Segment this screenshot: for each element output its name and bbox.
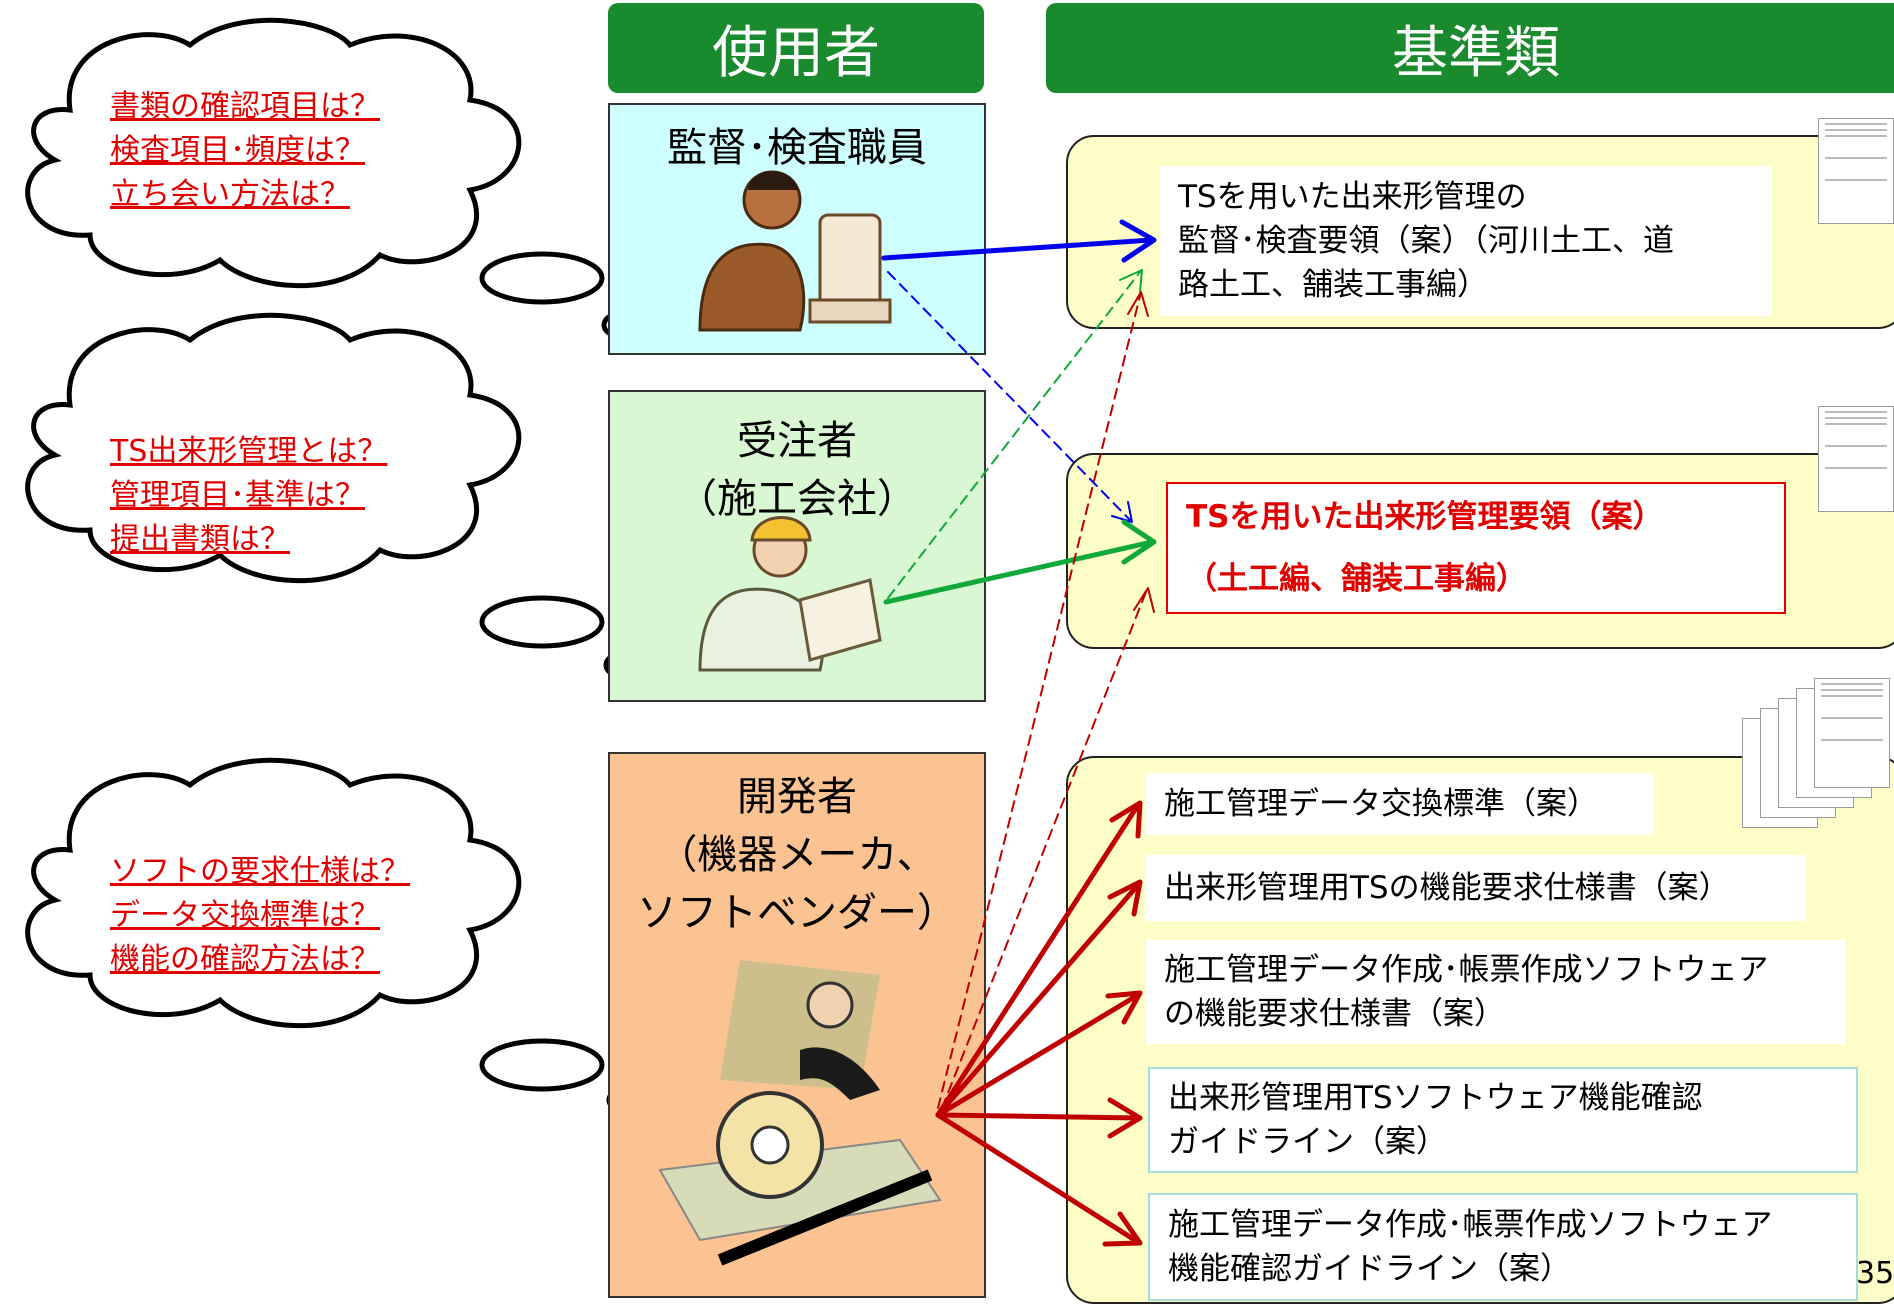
- thought-cloud-3: [25, 757, 522, 1029]
- arrow-developer-to-data-exchange: [935, 802, 1141, 1118]
- thought-bubble-3a: [479, 1038, 605, 1092]
- question-text: 立ち会い方法は？: [110, 177, 350, 212]
- developer-illustration: [658, 960, 942, 1266]
- question-text: 検査項目･頻度は？: [110, 133, 365, 168]
- arrowhead: [1133, 587, 1155, 613]
- standard-text: 施工管理データ作成･帳票作成ソフトウェア: [1168, 1207, 1773, 1243]
- document-thumbnail: [1818, 406, 1894, 512]
- thought-bubble-1a: [479, 251, 605, 305]
- arrow-inspector-to-management-dashed: [887, 271, 1131, 521]
- question-list-developer: ソフトの要求仕様は？ データ交換標準は？ 機能の確認方法は？: [110, 850, 410, 982]
- user-label: ソフトベンダー）: [637, 890, 957, 936]
- inspector-illustration: [698, 170, 892, 332]
- standard-text: 路土工、舗装工事編）: [1178, 267, 1488, 303]
- standard-text: 監督･検査要領（案）（河川土工、道: [1178, 223, 1674, 259]
- arrow-developer-to-ts-software-check: [935, 1112, 1141, 1121]
- arrow-inspector-to-inspection: [881, 237, 1155, 261]
- arrow-developer-to-management-dashed: [941, 591, 1147, 1109]
- arrowhead: [1102, 1211, 1143, 1247]
- arrowhead: [1109, 800, 1143, 839]
- arrowhead: [1111, 501, 1133, 523]
- question-text: データ交換標準は？: [110, 898, 380, 933]
- standard-text: TSを用いた出来形管理の: [1178, 179, 1527, 215]
- arrowhead: [1107, 1097, 1143, 1139]
- arrow-contractor-to-inspection-dashed: [887, 271, 1141, 599]
- standard-software-check: 施工管理データ作成･帳票作成ソフトウェア 機能確認ガイドライン（案）: [1148, 1193, 1858, 1301]
- arrow-developer-to-software-spec: [935, 992, 1141, 1118]
- arrow-developer-to-software-check: [935, 1112, 1141, 1245]
- standard-text: TSを用いた出来形管理要領（案）: [1186, 499, 1664, 535]
- question-text: 機能の確認方法は？: [110, 942, 380, 977]
- question-list-inspector: 書類の確認項目は？ 検査項目･頻度は？ 立ち会い方法は？: [110, 85, 380, 217]
- question-text: 書類の確認項目は？: [110, 89, 380, 124]
- standard-text: 出来形管理用TSの機能要求仕様書（案）: [1164, 870, 1730, 906]
- contractor-illustration: [698, 516, 882, 672]
- standard-text: （土工編、舗装工事編）: [1186, 561, 1527, 597]
- standard-data-exchange: 施工管理データ交換標準（案）: [1146, 773, 1654, 835]
- user-label: 監督･検査職員: [667, 125, 927, 171]
- document-thumbnail: [1814, 678, 1890, 788]
- arrow-developer-to-inspection-dashed: [937, 295, 1141, 1109]
- user-label: 開発者: [737, 774, 857, 820]
- standard-software-spec: 施工管理データ作成･帳票作成ソフトウェア の機能要求仕様書（案）: [1146, 940, 1846, 1044]
- thought-cloud-1: [25, 17, 522, 289]
- standard-management-guideline: TSを用いた出来形管理要領（案） （土工編、舗装工事編）: [1166, 482, 1786, 614]
- standards-header: 基準類: [1046, 3, 1894, 93]
- question-text: 管理項目･基準は？: [110, 478, 365, 513]
- user-label: （機器メーカ、: [657, 832, 937, 878]
- question-text: ソフトの要求仕様は？: [110, 854, 410, 889]
- thought-bubble-2a: [479, 595, 605, 649]
- arrow-developer-to-ts-spec: [935, 882, 1141, 1118]
- arrowhead: [1107, 879, 1143, 917]
- standard-inspection-guideline: TSを用いた出来形管理の 監督･検査要領（案）（河川土工、道 路土工、舗装工事編…: [1160, 166, 1772, 316]
- page-number: 35: [1856, 1256, 1894, 1291]
- arrow-contractor-to-management: [883, 539, 1155, 605]
- arrowhead: [1119, 219, 1157, 263]
- question-text: 提出書類は？: [110, 522, 290, 557]
- standard-text: ガイドライン（案）: [1168, 1124, 1447, 1160]
- standard-text: の機能要求仕様書（案）: [1164, 996, 1505, 1032]
- standard-text: 施工管理データ交換標準（案）: [1164, 786, 1598, 822]
- arrowhead: [1119, 269, 1143, 293]
- arrowhead: [1127, 291, 1149, 317]
- standard-ts-software-check: 出来形管理用TSソフトウェア機能確認 ガイドライン（案）: [1148, 1067, 1858, 1173]
- standard-text: 機能確認ガイドライン（案）: [1168, 1251, 1571, 1287]
- thought-cloud-2: [25, 312, 522, 584]
- document-thumbnail: [1818, 118, 1894, 224]
- users-header: 使用者: [608, 3, 984, 93]
- arrowhead: [1105, 990, 1143, 1025]
- standard-ts-spec: 出来形管理用TSの機能要求仕様書（案）: [1146, 855, 1806, 921]
- user-label: 受注者: [737, 418, 857, 464]
- question-text: TS出来形管理とは？: [110, 434, 388, 469]
- standard-text: 施工管理データ作成･帳票作成ソフトウェア: [1164, 952, 1769, 988]
- standard-text: 出来形管理用TSソフトウェア機能確認: [1168, 1080, 1703, 1116]
- question-list-contractor: TS出来形管理とは？ 管理項目･基準は？ 提出書類は？: [110, 430, 387, 562]
- arrowhead: [1121, 519, 1157, 565]
- user-label: （施工会社）: [677, 476, 917, 522]
